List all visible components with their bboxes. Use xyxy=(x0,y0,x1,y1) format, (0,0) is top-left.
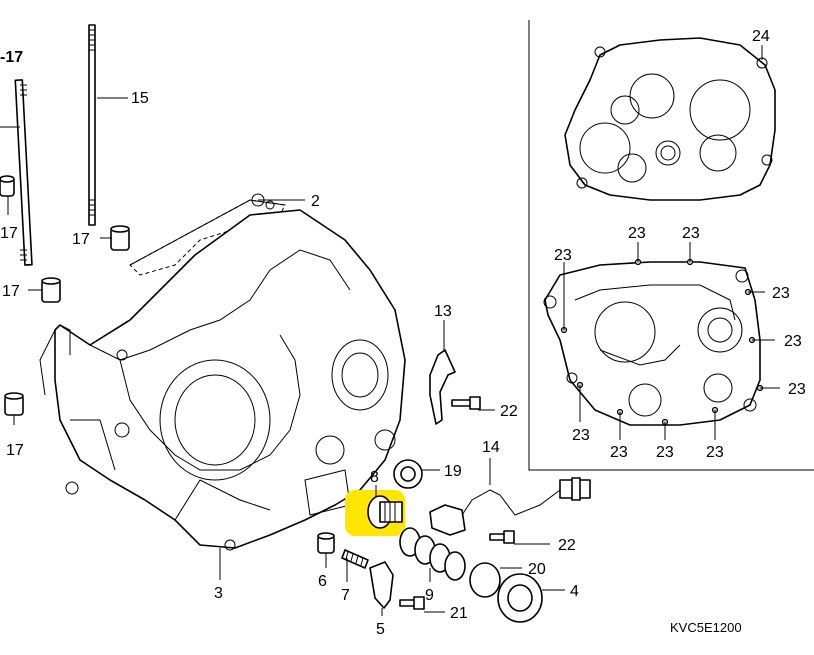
label-23-10: 23 xyxy=(706,444,724,461)
label-21: 21 xyxy=(450,605,468,622)
cap-6[interactable] xyxy=(317,532,335,554)
label-6: 6 xyxy=(318,573,327,590)
plate-5[interactable] xyxy=(369,561,394,609)
dowel-pin-17-c[interactable] xyxy=(4,392,24,416)
label-23-6: 23 xyxy=(788,381,806,398)
label-23-1: 23 xyxy=(554,247,572,264)
label-23-4: 23 xyxy=(772,285,790,302)
leader-lines xyxy=(0,45,780,616)
bolt-22-lower[interactable] xyxy=(489,530,515,544)
label-17-a: 17 xyxy=(72,231,90,248)
right-crankcase-top-view xyxy=(564,37,776,201)
bolt-21[interactable] xyxy=(399,596,425,610)
label-20: 20 xyxy=(528,561,546,578)
label-24: 24 xyxy=(752,28,770,45)
o-ring-20[interactable] xyxy=(469,562,501,598)
spring-7[interactable] xyxy=(341,549,369,569)
spring-9[interactable] xyxy=(399,527,466,581)
dowel-pin-17-b[interactable] xyxy=(41,277,61,303)
label-22-b: 22 xyxy=(558,537,576,554)
label-5: 5 xyxy=(376,621,385,638)
oil-seal-19[interactable] xyxy=(393,459,423,489)
label-17-d: 17 xyxy=(0,225,18,242)
label-23-7: 23 xyxy=(572,427,590,444)
bolt-22-upper[interactable] xyxy=(451,396,481,410)
label-23-5: 23 xyxy=(784,333,802,350)
dowel-pin-17-d[interactable] xyxy=(0,175,15,197)
stud-bolt-left[interactable] xyxy=(14,79,33,266)
label-19: 19 xyxy=(444,463,462,480)
stud-bolt-15[interactable] xyxy=(88,24,96,226)
label-17-c: 17 xyxy=(6,442,24,459)
label-15: 15 xyxy=(131,90,149,107)
label-2: 2 xyxy=(311,193,320,210)
label-8: 8 xyxy=(370,469,379,486)
switch-part-8[interactable] xyxy=(367,495,403,529)
label-23-9: 23 xyxy=(656,444,674,461)
label-7: 7 xyxy=(341,587,350,604)
plug-cap-4[interactable] xyxy=(497,573,543,623)
dowel-pin-17-a[interactable] xyxy=(110,225,130,251)
inset-frame xyxy=(528,20,814,471)
label-22-a: 22 xyxy=(500,403,518,420)
label-23-3: 23 xyxy=(682,225,700,242)
label-17-top: -17 xyxy=(0,49,23,66)
label-4: 4 xyxy=(570,583,579,600)
right-crankcase-bolt-view xyxy=(543,258,764,426)
label-13: 13 xyxy=(434,303,452,320)
left-crankcase-3[interactable] xyxy=(39,193,406,551)
label-9: 9 xyxy=(425,587,434,604)
label-17-b: 17 xyxy=(2,283,20,300)
label-23-2: 23 xyxy=(628,225,646,242)
bracket-13[interactable] xyxy=(429,349,456,425)
diagram-code: KVC5E1200 xyxy=(670,620,742,635)
sensor-14[interactable] xyxy=(429,477,591,536)
label-14: 14 xyxy=(482,439,500,456)
label-3: 3 xyxy=(214,585,223,602)
label-23-8: 23 xyxy=(610,444,628,461)
